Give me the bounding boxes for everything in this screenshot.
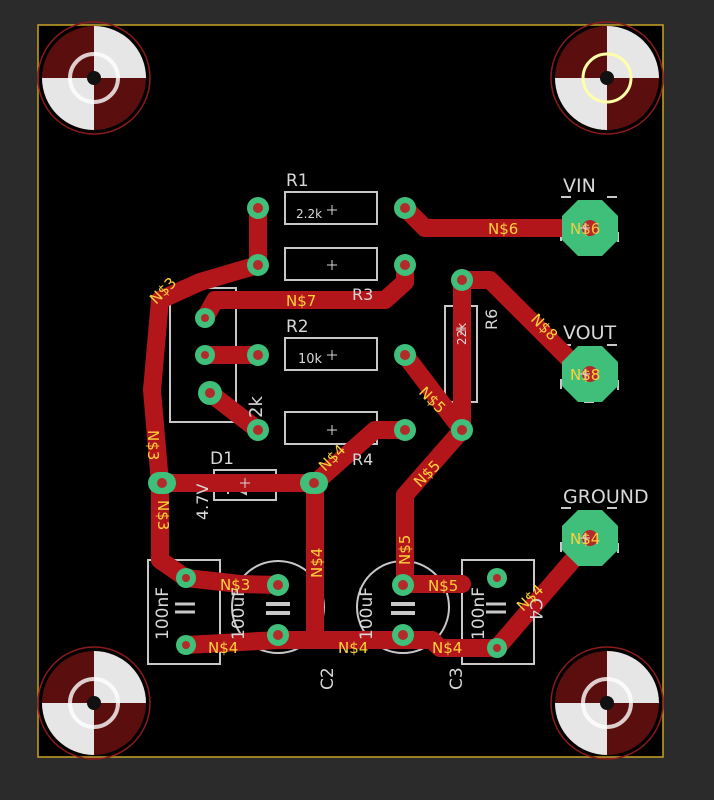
origin-marks [240,205,590,543]
c3-ref: C3 [447,667,467,690]
net-label-n4-d: N$4 [338,639,368,657]
r2-value: 10k [298,352,323,367]
c1-value: 100nF [153,587,173,640]
mounting-hole-bl [37,646,151,760]
pads [148,197,618,658]
net-label-n5-c: N$5 [396,535,414,565]
component-labels: R1 2.2k R3 R2 10k R4 R6 22k 2k D1 4.7V 1… [153,171,649,690]
c2-value: 100uF [229,587,249,640]
trace-n3 [143,199,289,594]
trace-n4a [306,421,414,649]
r1-value: 2.2k [296,207,322,221]
r1-outline [284,191,378,225]
d1-value: 4.7V [193,484,212,520]
c3-value: 100uF [357,587,377,640]
net-label-n3-c: N$3 [154,500,172,530]
mounting-hole-tl [37,21,151,135]
net-label-n3-b: N$3 [144,430,162,460]
c1-outline [147,559,221,665]
net-label-n4-b: N$4 [308,548,326,578]
c4-value: 100nF [469,587,489,640]
net-label-n4-e: N$4 [432,639,462,657]
r6-ref: R6 [482,309,501,330]
r2-outline [284,337,378,371]
c2-ref: C2 [318,667,338,690]
net-label-n6: N$6 [488,220,518,238]
trace-n7 [196,256,414,327]
r5-value: 2k [246,396,267,418]
trace-n5b [396,421,471,593]
r2-ref: R2 [286,317,309,337]
vout-label: VOUT [563,322,617,344]
vin-label: VIN [563,175,596,197]
ground-label: GROUND [563,486,649,508]
r4-ref: R4 [352,450,373,469]
net-label-n7: N$7 [286,292,316,310]
net-labels: N$6 N$6 N$7 N$8 N$8 N$4 N$3 N$3 N$3 N$3 … [144,220,600,657]
c4-ref: C4 [525,598,545,621]
r3-outline [284,247,378,281]
mounting-hole-br [550,646,664,760]
r3-ref: R3 [352,285,373,304]
d1-ref: D1 [210,449,234,469]
mounting-hole-tr [550,21,664,135]
net-label-n3-d: N$3 [220,576,250,594]
net-label-n4-c: N$4 [208,639,238,657]
net-label-n5-d: N$5 [428,577,458,595]
r1-ref: R1 [286,171,309,191]
r6-value: 22k [455,323,469,345]
